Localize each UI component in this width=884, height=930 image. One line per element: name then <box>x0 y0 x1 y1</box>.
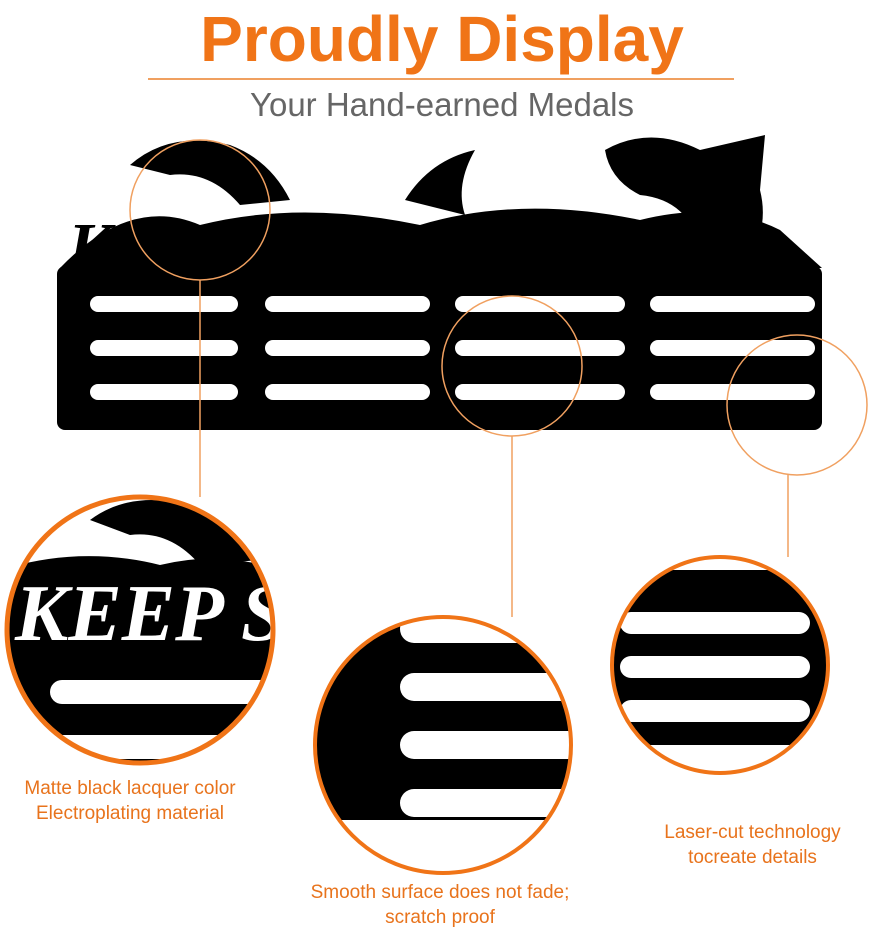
shark-figure <box>605 135 765 265</box>
zoom-rack-text: KEEP S <box>14 570 285 658</box>
caption-line: Matte black lacquer color <box>24 778 236 799</box>
caption-left: Matte black lacquer color Electroplating… <box>0 776 260 826</box>
caption-line: scratch proof <box>385 907 495 928</box>
caption-line: Electroplating material <box>36 803 224 824</box>
zoom-middle-content <box>315 617 571 873</box>
page-title: Proudly Display <box>200 3 684 75</box>
page-subtitle: Your Hand-earned Medals <box>249 86 635 123</box>
swimmer-figure <box>130 140 290 205</box>
shark-fin <box>405 150 475 215</box>
caption-line: Laser-cut technology <box>664 822 841 843</box>
caption-line: Smooth surface does not fade; <box>310 882 570 903</box>
title-divider <box>148 78 734 80</box>
rack-slots <box>90 296 815 400</box>
detail-markers <box>129 139 868 617</box>
medal-rack: KEEP SWIMMING <box>57 135 822 430</box>
caption-line: tocreate details <box>688 847 817 868</box>
caption-middle: Smooth surface does not fade; scratch pr… <box>270 880 610 930</box>
caption-right: Laser-cut technology tocreate details <box>630 820 875 870</box>
